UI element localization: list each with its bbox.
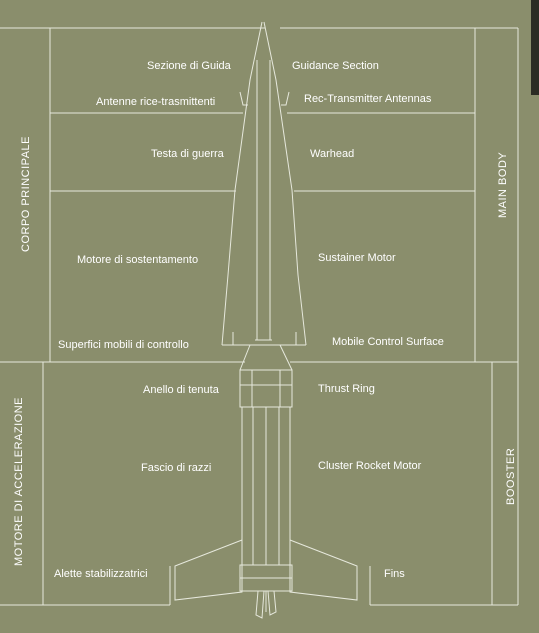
section-booster-it: MOTORE DI ACCELERAZIONE <box>13 397 25 566</box>
section-main-body-en: MAIN BODY <box>497 151 509 218</box>
section-booster-en: BOOSTER <box>505 447 517 505</box>
label-warhead-it: Testa di guerra <box>151 148 224 160</box>
label-antennas-en: Rec-Transmitter Antennas <box>304 93 432 105</box>
label-fins-it: Alette stabilizzatrici <box>54 568 148 580</box>
label-fins-en: Fins <box>384 568 405 580</box>
label-control-surface-en: Mobile Control Surface <box>332 336 444 348</box>
label-cluster-en: Cluster Rocket Motor <box>318 460 422 472</box>
label-cluster-it: Fascio di razzi <box>141 462 212 474</box>
label-warhead-en: Warhead <box>310 148 355 160</box>
section-main-body-it: CORPO PRINCIPALE <box>20 136 32 252</box>
label-control-surface-it: Superfici mobili di controllo <box>58 339 189 351</box>
label-sustainer-it: Motore di sostentamento <box>77 254 199 266</box>
page-edge-strip <box>531 0 539 95</box>
label-antennas-it: Antenne rice-trasmittenti <box>96 96 216 108</box>
missile-outline <box>174 21 358 619</box>
frame-lines <box>0 27 519 606</box>
label-guidance-it: Sezione di Guida <box>147 60 231 72</box>
label-guidance-en: Guidance Section <box>292 60 379 72</box>
label-thrust-ring-en: Thrust Ring <box>318 383 375 395</box>
label-thrust-ring-it: Anello di tenuta <box>143 384 219 396</box>
label-sustainer-en: Sustainer Motor <box>318 252 396 264</box>
